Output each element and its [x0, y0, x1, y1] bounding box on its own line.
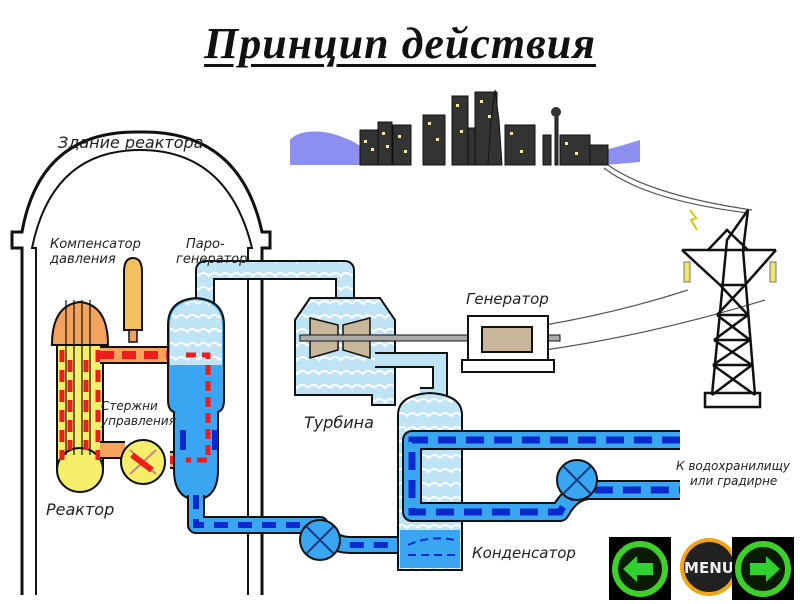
primary-pump — [120, 439, 166, 485]
previous-slide-button[interactable] — [609, 537, 671, 600]
label-reservoir-1: К водохранилищу — [676, 459, 791, 473]
reactor-vessel — [50, 300, 110, 493]
label-turbine: Турбина — [304, 413, 374, 432]
next-slide-button[interactable] — [732, 537, 794, 600]
steam-generator — [167, 296, 225, 502]
label-steam-generator-1: Паро- — [186, 237, 225, 252]
insulator-sparks — [683, 209, 777, 283]
power-lines — [544, 164, 766, 351]
reactor-building — [10, 130, 272, 595]
label-steam-generator-2: генератор — [176, 252, 247, 267]
page-title: Принцип действия — [204, 19, 596, 68]
menu-label: MENU — [684, 559, 734, 577]
label-condenser: Конденсатор — [472, 544, 576, 562]
transmission-tower — [681, 209, 777, 409]
label-control-rods-1: Стержни — [101, 399, 158, 413]
pressurizer — [123, 256, 143, 343]
cooling-loop — [402, 430, 680, 522]
arrow-right-icon — [735, 541, 791, 597]
steam-line — [195, 260, 355, 310]
menu-button[interactable]: MENU — [678, 536, 740, 598]
label-reservoir-2: или градирне — [690, 474, 777, 488]
arrow-left-icon — [612, 541, 668, 597]
feedwater-loop — [187, 495, 420, 561]
label-reactor-building: Здание реактора — [58, 133, 203, 152]
label-pressurizer-2: давления — [49, 252, 116, 267]
label-reactor: Реактор — [46, 500, 114, 519]
label-pressurizer-1: Компенсатор — [50, 237, 141, 252]
city-skyline — [290, 89, 640, 166]
label-generator: Генератор — [466, 290, 549, 308]
label-control-rods-2: управления — [100, 414, 176, 428]
generator — [461, 315, 555, 373]
